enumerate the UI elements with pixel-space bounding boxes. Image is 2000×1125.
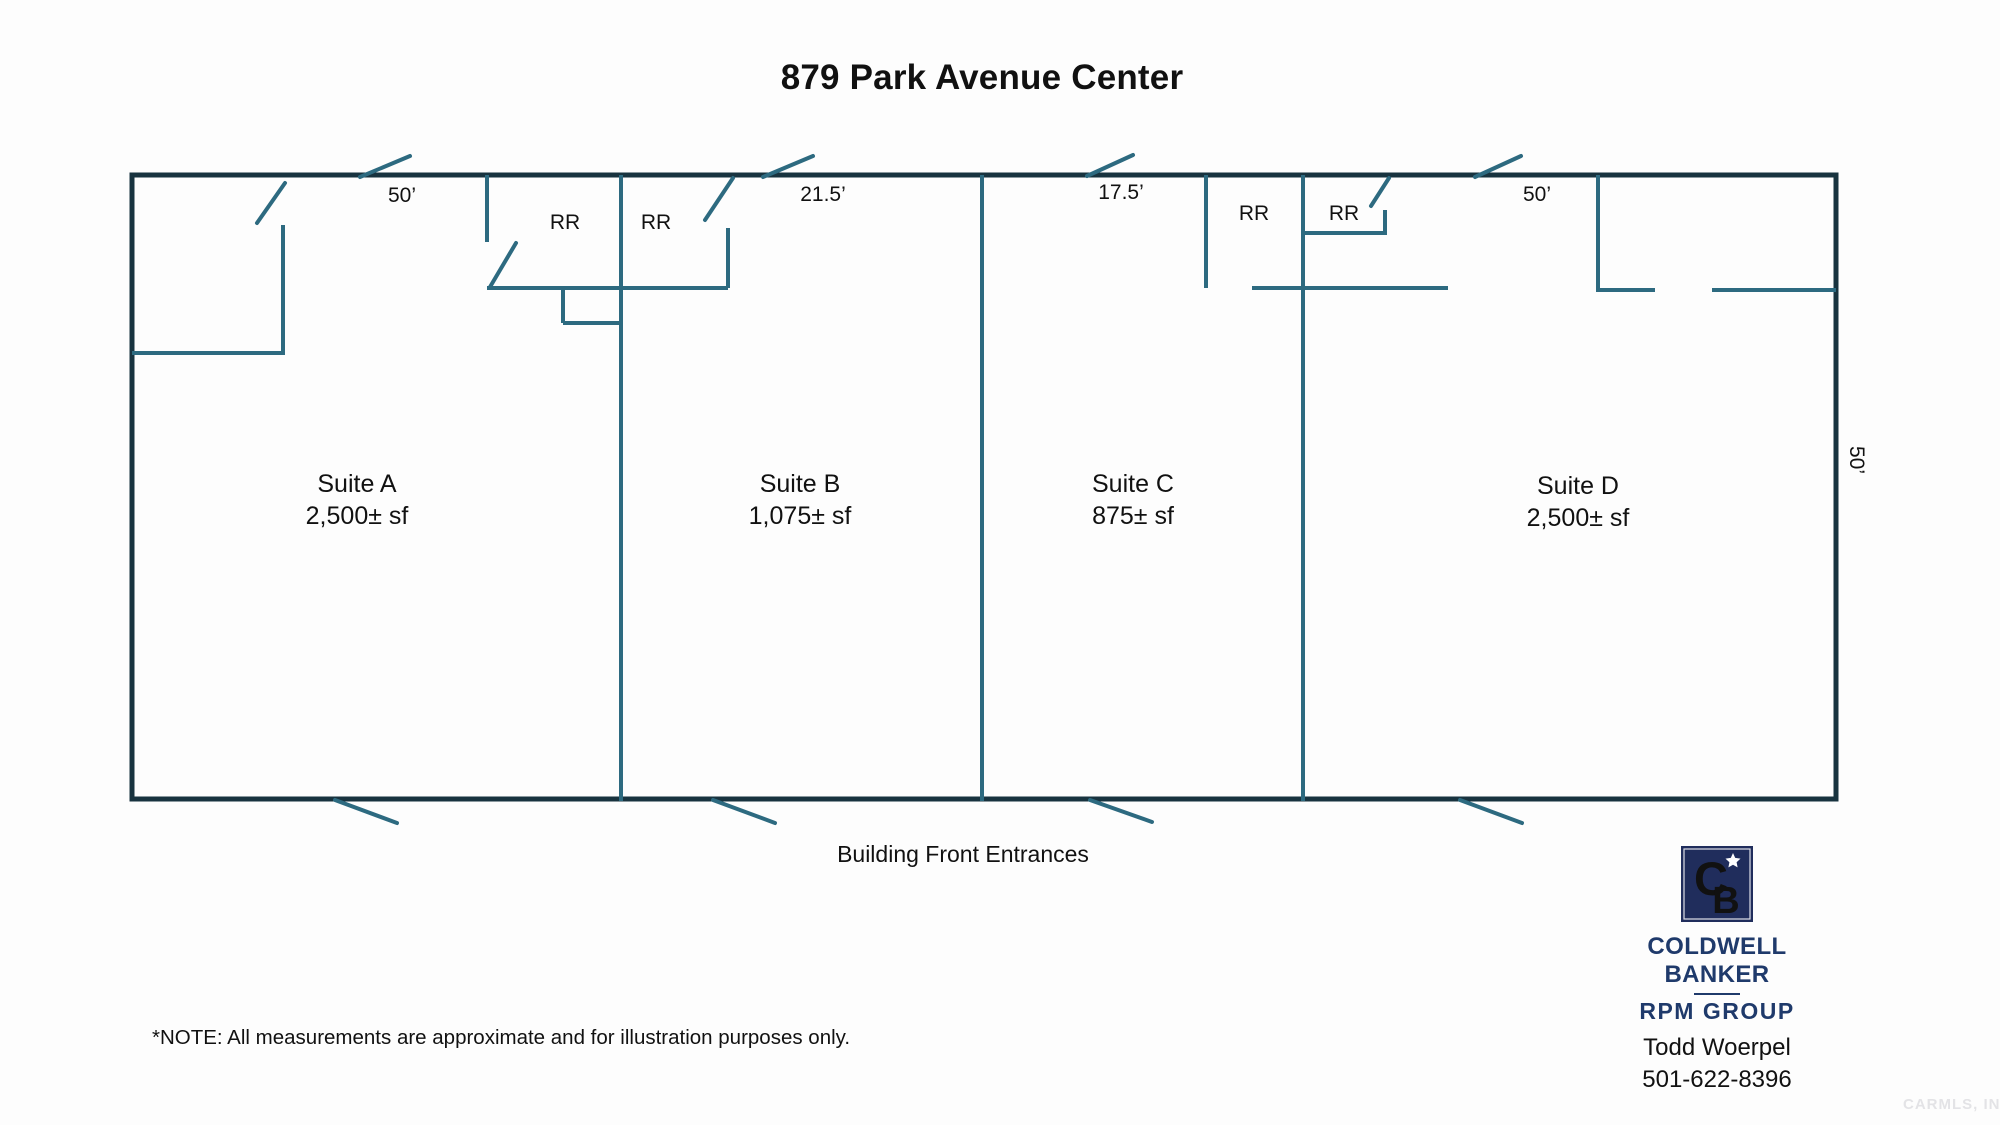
suite-c-rear-door-swing [1085,153,1135,178]
suite-a-rear-door-swing [358,154,412,179]
page-title: 879 Park Avenue Center [780,58,1184,97]
brand-group-name: RPM GROUP [1639,998,1795,1024]
rr-a-door-swing [488,241,518,289]
dimension-building-depth: 50’ [1845,446,1868,474]
door-swings [255,153,1524,825]
dimension-suite-c-width: 17.5’ [1098,181,1144,204]
measurements-note: *NOTE: All measurements are approximate … [152,1026,851,1049]
rr-label-suite-b: RR [641,211,671,234]
restroom-labels: RR RR RR RR [550,202,1359,234]
suite-d-rear-door-swing [1473,154,1523,179]
dimension-suite-a-width: 50’ [388,184,416,207]
suite-a-name: Suite A [317,470,397,498]
rr-label-suite-c: RR [1239,202,1269,225]
suite-a-front-door-swing [333,798,399,825]
coldwell-banker-logo-icon: C B [1681,846,1753,922]
dimension-suite-d-width: 50’ [1523,183,1551,206]
logo-monogram-c: C [1694,852,1728,905]
rr-d-door-swing [1369,176,1391,208]
building-front-entrances-label: Building Front Entrances [837,841,1089,867]
suite-a-closet-door-swing [255,181,287,225]
rr-label-suite-a: RR [550,211,580,234]
interior-walls [132,175,1836,801]
suite-d-front-door-swing [1458,798,1524,825]
agent-name: Todd Woerpel [1643,1034,1791,1061]
suite-c-front-door-swing [1088,798,1154,824]
suite-d-name: Suite D [1537,472,1619,500]
branding-block: C B COLDWELL BANKER RPM GROUP Todd Woerp… [1599,846,1835,1094]
agent-phone: 501-622-8396 [1642,1066,1792,1093]
logo-inner-border [1683,848,1751,920]
rr-b-door-swing [703,176,735,222]
suite-c-name: Suite C [1092,470,1174,498]
rr-label-suite-d: RR [1329,202,1359,225]
brand-divider-rule [1694,993,1740,995]
dimension-suite-b-width: 21.5’ [800,183,846,206]
brand-company-name: COLDWELL BANKER [1647,933,1787,988]
logo-monogram-b: B [1712,880,1739,922]
suite-b-rear-door-swing [761,154,815,179]
suite-b-name: Suite B [760,470,841,498]
suite-a-area: 2,500± sf [306,502,409,530]
suite-c-area: 875± sf [1092,502,1174,530]
star-icon [1725,853,1741,868]
logo-square [1681,846,1753,922]
mls-watermark: CARMLS, INC [1903,1096,2000,1113]
suite-b-front-door-swing [711,798,777,825]
suite-labels: Suite A 2,500± sf Suite B 1,075± sf Suit… [306,470,1630,532]
suite-d-area: 2,500± sf [1527,504,1630,532]
suite-b-area: 1,075± sf [749,502,852,530]
dimension-labels: 50’ 21.5’ 17.5’ 50’ 50’ [388,181,1868,474]
